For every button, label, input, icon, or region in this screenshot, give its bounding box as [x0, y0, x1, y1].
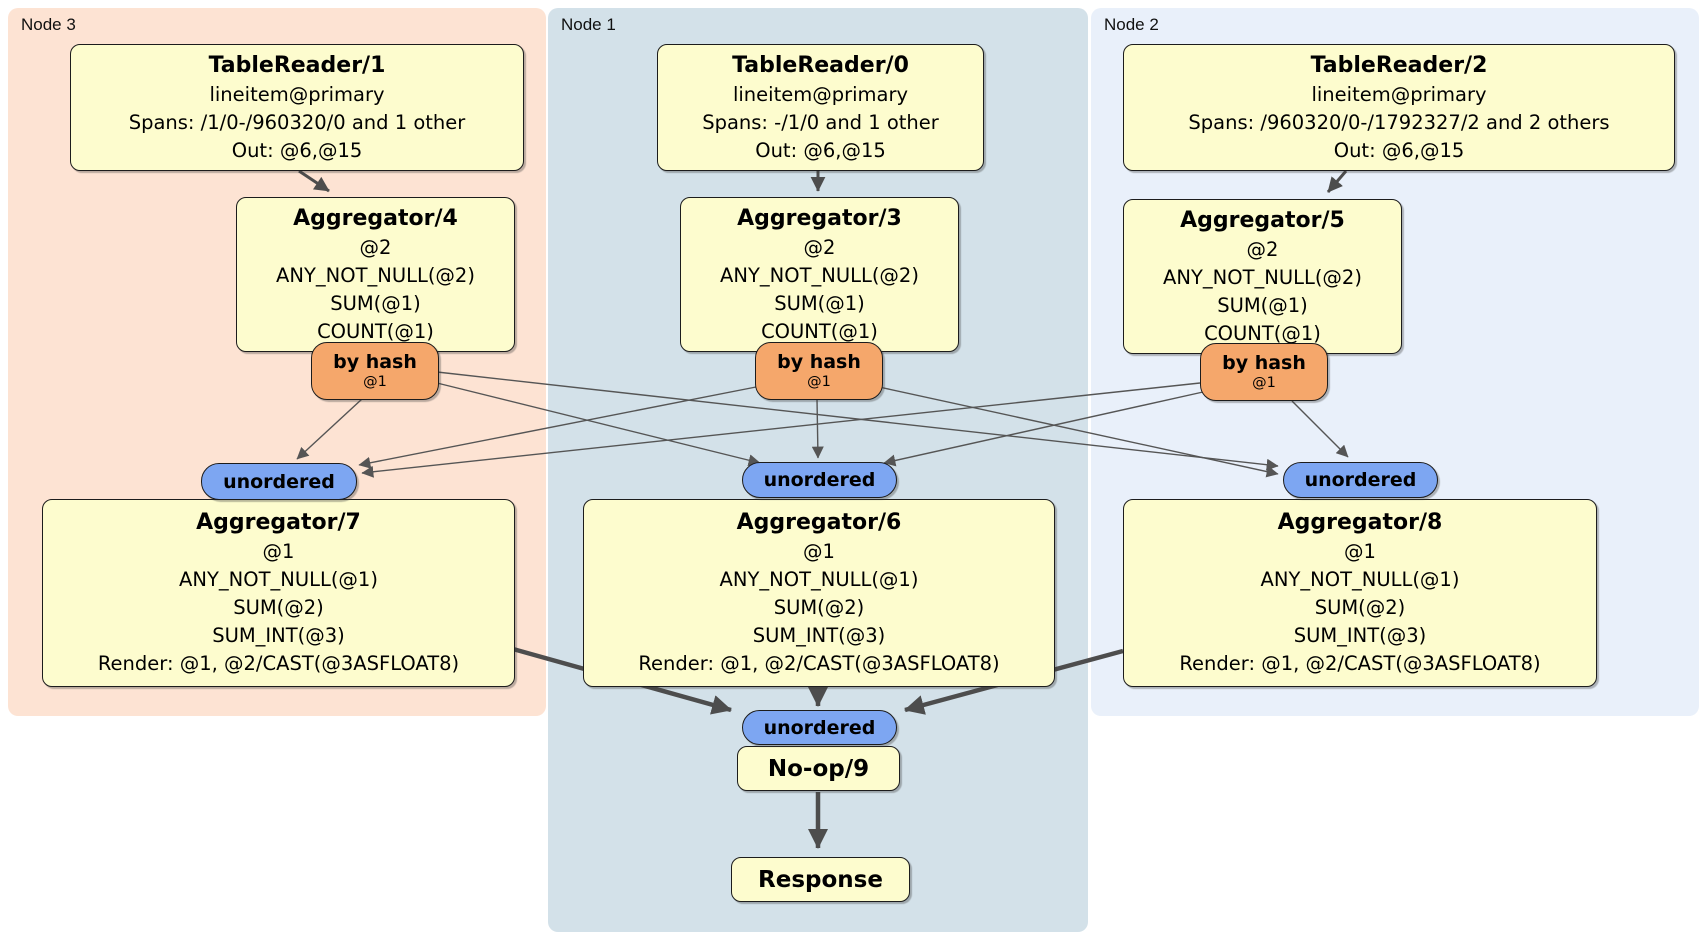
processor-index: lineitem@primary — [1311, 82, 1487, 106]
processor-out: Out: @6,@15 — [755, 138, 886, 162]
processor-title: Aggregator/3 — [737, 205, 902, 231]
sync-unordered-final: unordered — [742, 710, 897, 745]
router-label: by hash — [777, 351, 861, 373]
stream-bh4-u8 — [436, 371, 1279, 471]
processor-aggregator-8: Aggregator/8 @1 ANY_NOT_NULL(@1) SUM(@2)… — [1123, 499, 1597, 687]
processor-aggregator-5: Aggregator/5 @2 ANY_NOT_NULL(@2) SUM(@1)… — [1123, 199, 1402, 354]
agg-render: Render: @1, @2/CAST(@3ASFLOAT8) — [1179, 652, 1541, 675]
processor-aggregator-7: Aggregator/7 @1 ANY_NOT_NULL(@1) SUM(@2)… — [42, 499, 515, 687]
stream-bh3-u6 — [811, 398, 824, 459]
agg-fn: SUM(@2) — [1314, 596, 1406, 619]
agg-group-cols: @2 — [359, 235, 392, 259]
response-box: Response — [731, 857, 910, 902]
agg-fn: COUNT(@1) — [761, 319, 878, 343]
agg-render: Render: @1, @2/CAST(@3ASFLOAT8) — [97, 652, 460, 675]
router-hash-cols: @1 — [807, 374, 831, 390]
processor-title: No-op/9 — [767, 755, 870, 782]
stream-bh5-u7 — [361, 382, 1201, 478]
router-label: by hash — [333, 351, 417, 373]
processor-title: Aggregator/5 — [1180, 207, 1345, 233]
region-label-node-2: Node 2 — [1104, 15, 1159, 34]
agg-fn: ANY_NOT_NULL(@1) — [719, 568, 919, 591]
agg-group-cols: @1 — [803, 540, 835, 563]
router-by-hash-3: by hash @1 — [755, 342, 883, 400]
router-by-hash-5: by hash @1 — [1200, 343, 1328, 401]
processor-out: Out: @6,@15 — [231, 138, 363, 162]
processor-title: Aggregator/4 — [293, 205, 458, 231]
region-label-node-1: Node 1 — [561, 15, 616, 34]
processor-tablereader-2: TableReader/2 lineitem@primary Spans: /9… — [1123, 44, 1675, 171]
processor-aggregator-4: Aggregator/4 @2 ANY_NOT_NULL(@2) SUM(@1)… — [236, 197, 515, 352]
stream-bh3-u7 — [358, 386, 757, 469]
agg-group-cols: @2 — [803, 235, 836, 259]
processor-tablereader-1: TableReader/1 lineitem@primary Spans: /1… — [70, 44, 524, 171]
region-label-node-3: Node 3 — [21, 15, 76, 34]
agg-fn: ANY_NOT_NULL(@1) — [1260, 568, 1460, 591]
agg-fn: COUNT(@1) — [1204, 321, 1321, 345]
stream-bh5-u6 — [883, 391, 1204, 467]
processor-title: Aggregator/6 — [736, 510, 902, 535]
sync-unordered-7: unordered — [201, 463, 357, 500]
tablereader-streams — [298, 169, 1348, 193]
agg-fn: ANY_NOT_NULL(@2) — [276, 263, 475, 287]
processor-title: TableReader/2 — [1310, 52, 1488, 78]
stream-bh3-u8 — [878, 386, 1279, 478]
processor-aggregator-3: Aggregator/3 @2 ANY_NOT_NULL(@2) SUM(@1)… — [680, 197, 959, 352]
agg-fn: SUM(@1) — [330, 291, 421, 315]
processor-title: Aggregator/7 — [196, 510, 361, 535]
sync-unordered-8: unordered — [1283, 462, 1438, 498]
agg-fn: SUM(@1) — [774, 291, 865, 315]
router-hash-cols: @1 — [363, 374, 387, 390]
sync-unordered-6: unordered — [742, 462, 897, 498]
stream-tr1-agg4 — [298, 169, 330, 193]
processor-spans: Spans: -/1/0 and 1 other — [702, 110, 939, 134]
hash-router-streams — [296, 371, 1349, 478]
agg-fn: SUM(@2) — [773, 596, 865, 619]
router-hash-cols: @1 — [1252, 375, 1276, 391]
processor-spans: Spans: /1/0-/960320/0 and 1 other — [128, 110, 466, 134]
router-label: by hash — [1222, 352, 1306, 374]
processor-title: Aggregator/8 — [1277, 510, 1443, 535]
stream-bh4-u7 — [296, 398, 363, 460]
router-by-hash-4: by hash @1 — [311, 342, 439, 400]
agg-fn: SUM(@1) — [1217, 293, 1308, 317]
agg-fn: SUM_INT(@3) — [212, 624, 345, 647]
processor-title: TableReader/1 — [208, 52, 386, 78]
stream-tr2-agg5 — [1326, 170, 1348, 193]
stream-bh4-u6 — [436, 382, 761, 467]
processor-spans: Spans: /960320/0-/1792327/2 and 2 others — [1188, 110, 1610, 134]
processor-tablereader-0: TableReader/0 lineitem@primary Spans: -/… — [657, 44, 984, 171]
agg-fn: ANY_NOT_NULL(@2) — [1163, 265, 1362, 289]
processor-out: Out: @6,@15 — [1333, 138, 1465, 162]
agg-fn: SUM_INT(@3) — [752, 624, 886, 647]
agg-fn: SUM_INT(@3) — [1293, 624, 1427, 647]
processor-noop: No-op/9 — [737, 746, 900, 791]
agg-render: Render: @1, @2/CAST(@3ASFLOAT8) — [638, 652, 1000, 675]
processor-index: lineitem@primary — [209, 82, 385, 106]
agg-fn: SUM(@2) — [233, 596, 324, 619]
agg-group-cols: @1 — [262, 540, 295, 563]
agg-group-cols: @1 — [1344, 540, 1376, 563]
processor-index: lineitem@primary — [732, 82, 909, 106]
processor-title: TableReader/0 — [732, 52, 909, 78]
stream-bh5-u8 — [1291, 400, 1349, 458]
processor-aggregator-6: Aggregator/6 @1 ANY_NOT_NULL(@1) SUM(@2)… — [583, 499, 1055, 687]
response-title: Response — [758, 866, 883, 893]
agg-group-cols: @2 — [1246, 237, 1279, 261]
agg-fn: COUNT(@1) — [317, 319, 434, 343]
agg-fn: ANY_NOT_NULL(@2) — [720, 263, 919, 287]
agg-fn: ANY_NOT_NULL(@1) — [179, 568, 378, 591]
